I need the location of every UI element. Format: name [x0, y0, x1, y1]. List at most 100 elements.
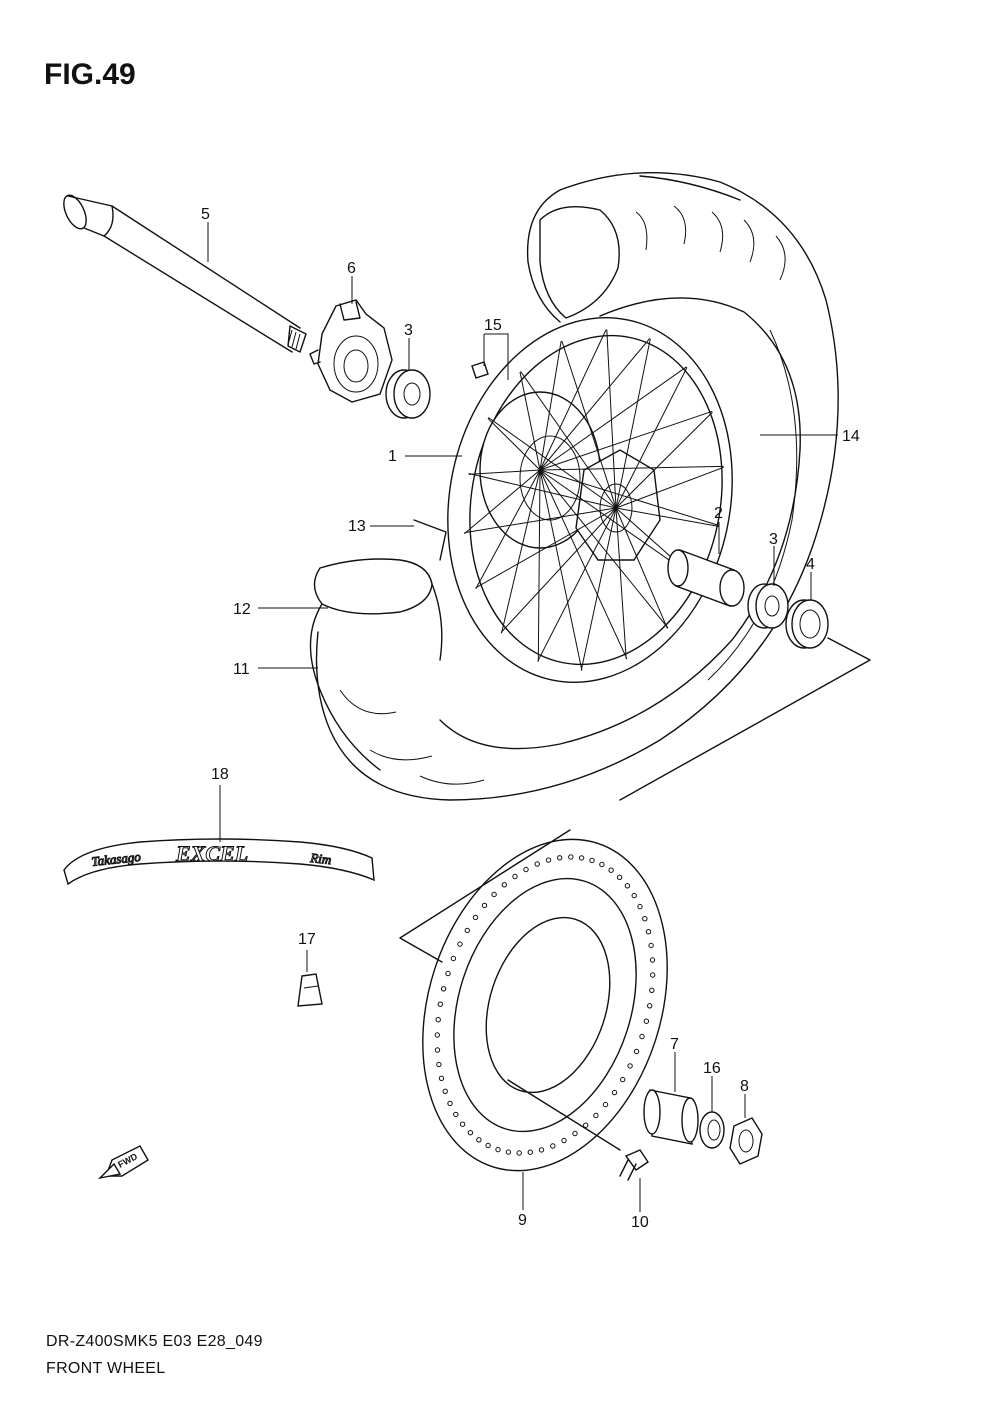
- spoke: [501, 469, 541, 634]
- disc-hole: [501, 882, 507, 888]
- callout-3-top: 3: [404, 322, 413, 339]
- disc-hole: [557, 855, 563, 861]
- spoke: [539, 329, 607, 471]
- spoke: [537, 469, 541, 662]
- disc-hole: [434, 1032, 440, 1038]
- disc-hole: [645, 929, 652, 935]
- spoke: [561, 340, 617, 509]
- disc-hole: [534, 861, 540, 867]
- disc-hole: [611, 1089, 618, 1096]
- spoke: [615, 507, 720, 527]
- callout-7: 7: [670, 1036, 679, 1053]
- callout-8: 8: [740, 1078, 749, 1095]
- callout-15: 15: [484, 317, 502, 334]
- disc-hole: [440, 986, 447, 992]
- disc-hole: [545, 857, 552, 863]
- spoke: [500, 507, 617, 633]
- disc-hole: [650, 972, 656, 978]
- callout-2: 2: [714, 505, 723, 522]
- spoke: [468, 473, 617, 509]
- callout-14: 14: [842, 428, 860, 445]
- spoke: [615, 338, 651, 509]
- disc-hole: [481, 902, 488, 909]
- disc-hole: [437, 1001, 443, 1007]
- part-tube-cutaway: [309, 519, 447, 771]
- disc-hole: [457, 941, 463, 947]
- spoke: [475, 469, 541, 589]
- disc-hole: [647, 1003, 653, 1009]
- part-rim-and-spokes: [447, 316, 733, 684]
- disc-hole: [578, 855, 585, 861]
- disc-hole: [512, 873, 518, 880]
- callout-12: 12: [233, 601, 251, 618]
- section-name: FRONT WHEEL: [46, 1360, 166, 1377]
- spoke: [606, 329, 617, 509]
- disc-hole: [442, 1088, 448, 1095]
- spoke: [539, 469, 669, 629]
- spoke: [615, 507, 668, 629]
- disc-hole: [633, 1048, 640, 1055]
- spoke: [539, 410, 713, 471]
- spoke: [464, 507, 617, 534]
- part-oil-seal: [785, 599, 829, 649]
- disc-hole: [572, 1130, 578, 1137]
- spoke: [539, 469, 720, 527]
- spoke: [468, 469, 541, 475]
- spoke: [539, 469, 628, 660]
- figure-title: FIG.49: [44, 58, 136, 91]
- disc-hole: [459, 1121, 466, 1127]
- part-axle: [63, 194, 307, 353]
- spoke: [615, 466, 724, 509]
- disc-hole: [593, 1112, 599, 1119]
- model-code: DR-Z400SMK5 E03 E28_049: [46, 1333, 263, 1350]
- disc-hole: [642, 916, 648, 922]
- disc-hole: [643, 1018, 650, 1024]
- fwd-arrow-icon: FWD: [97, 1145, 149, 1180]
- disc-hole: [568, 854, 574, 860]
- disc-hole: [583, 1122, 589, 1128]
- disc-hole: [616, 874, 623, 880]
- disc-hole: [527, 1149, 533, 1155]
- disc-hole: [550, 1143, 556, 1149]
- disc-hole: [648, 942, 654, 949]
- part-collar: [643, 1089, 699, 1145]
- part-rim-sticker: Takasago EXCEL Rim: [63, 838, 375, 886]
- disc-hole: [435, 1017, 441, 1023]
- callout-10: 10: [631, 1214, 649, 1231]
- spoke: [519, 371, 541, 471]
- callout-numbers: 5 6 3 15 1 13 12 11 14 2 3 4 18 17 7 16 …: [201, 206, 860, 1231]
- disc-hole: [472, 914, 479, 921]
- disc-hole: [620, 1076, 626, 1083]
- part-bearing-top: [385, 369, 431, 419]
- part-washer: [699, 1111, 725, 1149]
- disc-hole: [516, 1150, 522, 1156]
- part-speedometer-gearbox: [309, 299, 393, 403]
- spoke: [615, 507, 627, 660]
- disc-hole: [434, 1047, 441, 1053]
- sticker-brand-text: Takasago: [91, 849, 142, 869]
- callout-1: 1: [388, 448, 397, 465]
- part-tire: [315, 172, 839, 801]
- disc-hole: [436, 1061, 442, 1068]
- spoke: [539, 469, 583, 671]
- spoke: [475, 507, 617, 589]
- disc-hole: [438, 1075, 445, 1082]
- part-disc-bolt: [507, 1079, 649, 1181]
- spoke: [539, 341, 562, 471]
- spoke: [520, 371, 617, 509]
- disc-hole: [608, 867, 614, 873]
- callout-6: 6: [347, 260, 356, 277]
- disc-hole: [453, 1111, 459, 1118]
- spoke: [539, 366, 687, 471]
- part-axle-nut: [729, 1117, 763, 1165]
- spoke: [539, 338, 651, 471]
- disc-hole: [505, 1149, 512, 1155]
- disc-hole: [467, 1130, 474, 1136]
- callout-13: 13: [348, 518, 366, 535]
- disc-hole: [495, 1146, 501, 1153]
- disc-hole: [589, 857, 595, 864]
- disc-hole: [464, 927, 470, 934]
- part-brake-disc: [422, 838, 668, 1172]
- spoke: [464, 469, 541, 534]
- disc-hole: [649, 987, 655, 993]
